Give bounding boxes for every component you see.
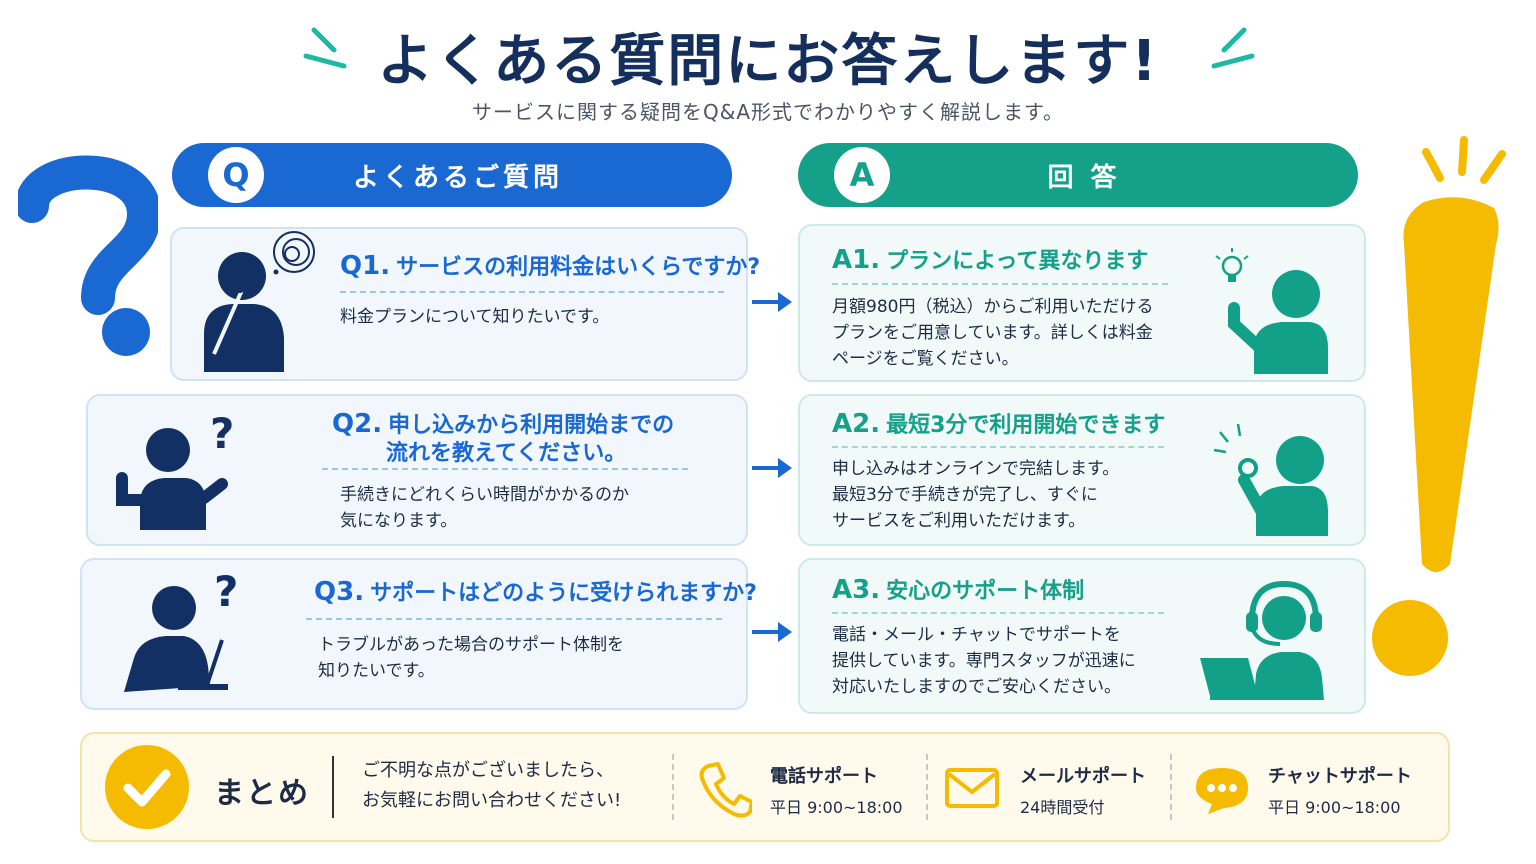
question-number-3: Q3. bbox=[314, 577, 365, 607]
chat-icon bbox=[1196, 768, 1248, 814]
summary-title: まとめ bbox=[214, 776, 310, 811]
divider bbox=[1170, 754, 1172, 820]
answer-body-2: 申し込みはオンラインで完結します。 最短3分で手続きが完了し、すぐに サービスを… bbox=[832, 459, 1120, 531]
answers-header-label: 回 答 bbox=[1047, 162, 1121, 193]
answer-body-3: 電話・メール・チャットでサポートを 提供しています。専門スタッフが迅速に 対応い… bbox=[832, 625, 1136, 697]
question-title-2: Q2.申し込みから利用開始までの 流れを教えてください。 bbox=[332, 409, 675, 466]
answer-text-1: プランによって異なります bbox=[886, 249, 1149, 274]
divider bbox=[340, 291, 724, 293]
phone-icon bbox=[699, 762, 752, 818]
question-text-1: サービスの利用料金はいくらですか? bbox=[396, 255, 761, 280]
divider bbox=[672, 754, 674, 820]
summary-message: ご不明な点がございましたら、 お気軽にお問い合わせください! bbox=[362, 760, 622, 811]
questions-header: Q よくあるご質問 bbox=[172, 143, 732, 207]
answer-title-2: A2.最短3分で利用開始できます bbox=[832, 410, 1165, 440]
divider bbox=[926, 754, 928, 820]
mail-support-hours: 24時間受付 bbox=[1020, 798, 1105, 817]
question-text-3: サポートはどのように受けられますか? bbox=[370, 581, 757, 606]
divider bbox=[332, 756, 334, 818]
question-body-2: 手続きにどれくらい時間がかかるのか 気になります。 bbox=[340, 485, 629, 531]
answer-title-1: A1.プランによって異なります bbox=[832, 246, 1148, 276]
divider bbox=[306, 618, 722, 620]
answer-text-2: 最短3分で利用開始できます bbox=[886, 413, 1166, 438]
page-title: よくある質問にお答えします! bbox=[377, 29, 1159, 94]
idea-person-icon bbox=[1215, 248, 1328, 374]
answers-header: A 回 答 bbox=[798, 143, 1358, 207]
spark-left-icon bbox=[303, 27, 347, 69]
thinking-person-icon bbox=[204, 231, 315, 372]
answer-body-1: 月額980円（税込）からご利用いただける プランをご用意しています。詳しくは料金… bbox=[832, 297, 1154, 369]
phone-support-title: 電話サポート bbox=[770, 766, 878, 787]
arrow-right-icon bbox=[752, 622, 792, 642]
spark-right-icon bbox=[1211, 27, 1255, 69]
chat-support-title: チャットサポート bbox=[1268, 766, 1412, 787]
ok-gesture-person-icon bbox=[1213, 423, 1328, 536]
divider bbox=[322, 468, 688, 470]
big-exclamation-mark-icon bbox=[1372, 136, 1506, 676]
arrow-right-icon bbox=[752, 458, 792, 478]
chat-support-hours: 平日 9:00~18:00 bbox=[1268, 798, 1401, 817]
question-body-3: トラブルがあった場合のサポート体制を 知りたいです。 bbox=[318, 635, 624, 681]
questions-header-label: よくあるご質問 bbox=[352, 162, 563, 193]
question-number-1: Q1. bbox=[340, 251, 391, 281]
answer-number-2: A2. bbox=[832, 409, 881, 439]
answer-text-3: 安心のサポート体制 bbox=[886, 579, 1085, 604]
divider bbox=[832, 612, 1164, 614]
q-badge: Q bbox=[208, 147, 264, 203]
answer-title-3: A3.安心のサポート体制 bbox=[832, 576, 1084, 606]
svg-text:?: ? bbox=[214, 567, 238, 616]
headset-operator-icon bbox=[1200, 580, 1324, 700]
phone-support-hours: 平日 9:00~18:00 bbox=[770, 798, 903, 817]
mail-icon bbox=[945, 768, 999, 808]
mail-support-title: メールサポート bbox=[1020, 766, 1146, 787]
big-question-mark-icon bbox=[18, 155, 158, 356]
check-circle-icon bbox=[105, 745, 189, 829]
arrow-right-icon bbox=[752, 292, 792, 312]
question-person-icon: ? bbox=[116, 409, 234, 530]
a-badge: A bbox=[834, 147, 890, 203]
svg-text:?: ? bbox=[210, 409, 234, 458]
divider bbox=[832, 283, 1168, 285]
question-title-1: Q1.サービスの利用料金はいくらですか? bbox=[340, 252, 760, 282]
question-title-3: Q3.サポートはどのように受けられますか? bbox=[314, 578, 757, 608]
divider bbox=[832, 446, 1164, 448]
answer-number-1: A1. bbox=[832, 245, 881, 275]
question-number-2: Q2. bbox=[332, 409, 383, 439]
laptop-person-icon: ? bbox=[124, 567, 238, 692]
answer-number-3: A3. bbox=[832, 575, 881, 605]
page-subtitle: サービスに関する疑問をQ&A形式でわかりやすく解説します。 bbox=[471, 100, 1065, 124]
question-body-1: 料金プランについて知りたいです。 bbox=[340, 307, 610, 327]
